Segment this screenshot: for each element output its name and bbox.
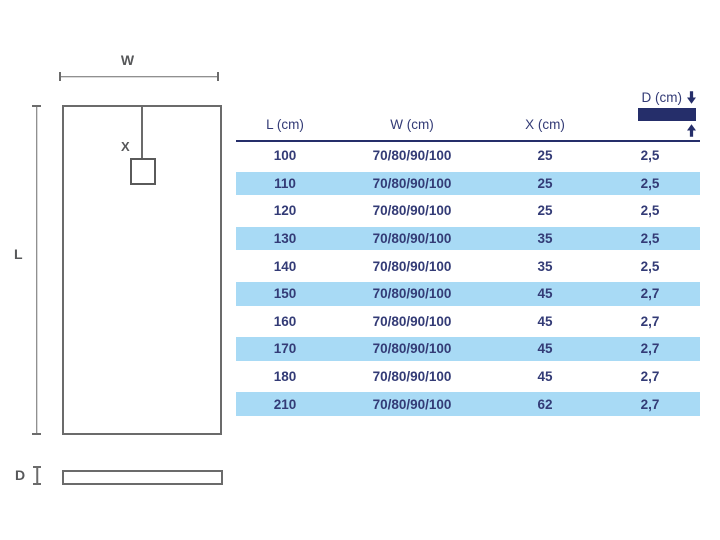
width-dimension-label: W bbox=[120, 52, 136, 68]
table-header: L (cm) W (cm) X (cm) D (cm) bbox=[236, 86, 700, 142]
length-dimension-label: L bbox=[14, 246, 23, 262]
table-cell: 70/80/90/100 bbox=[372, 203, 452, 219]
table-cell: 2,7 bbox=[640, 396, 660, 412]
table-row: 140 70/80/90/100 35 2,5 bbox=[236, 252, 700, 280]
table-cell: 35 bbox=[537, 231, 553, 247]
table-cell: 2,7 bbox=[640, 369, 660, 385]
column-header-d-label: D (cm) bbox=[641, 90, 683, 105]
column-header-w: W (cm) bbox=[390, 117, 434, 132]
table-cell: 2,7 bbox=[640, 341, 660, 357]
table-cell: 160 bbox=[273, 313, 297, 329]
drain-offset-label: X bbox=[121, 139, 130, 154]
column-header-l: L (cm) bbox=[266, 117, 304, 132]
table-row: 130 70/80/90/100 35 2,5 bbox=[236, 224, 700, 253]
table-cell: 70/80/90/100 bbox=[372, 341, 452, 357]
table-cell: 2,5 bbox=[640, 231, 660, 247]
table-cell: 130 bbox=[273, 231, 297, 247]
table-cell: 2,7 bbox=[640, 313, 660, 329]
table-body: 100 70/80/90/100 25 2,5 110 70/80/90/100 25 2,5… bbox=[236, 142, 700, 418]
table-cell: 45 bbox=[537, 286, 553, 302]
dimensions-table: L (cm) W (cm) X (cm) D (cm) 100 70/80/90/… bbox=[236, 86, 700, 418]
table-cell: 62 bbox=[537, 396, 553, 412]
table-row: 160 70/80/90/100 45 2,7 bbox=[236, 308, 700, 336]
table-row: 120 70/80/90/100 25 2,5 bbox=[236, 197, 700, 225]
table-cell: 2,5 bbox=[640, 203, 660, 219]
table-row: 180 70/80/90/100 45 2,7 bbox=[236, 363, 700, 391]
table-cell: 110 bbox=[274, 175, 296, 191]
table-cell: 150 bbox=[273, 286, 297, 302]
table-cell: 210 bbox=[273, 396, 297, 412]
table-cell: 70/80/90/100 bbox=[372, 369, 452, 385]
drain-offset-line bbox=[141, 107, 143, 170]
table-row: 150 70/80/90/100 45 2,7 bbox=[236, 279, 700, 308]
table-cell: 70/80/90/100 bbox=[372, 175, 452, 191]
table-cell: 170 bbox=[273, 341, 297, 357]
table-cell: 70/80/90/100 bbox=[372, 231, 452, 247]
table-cell: 2,5 bbox=[640, 258, 660, 274]
table-cell: 70/80/90/100 bbox=[372, 396, 452, 412]
table-row: 170 70/80/90/100 45 2,7 bbox=[236, 335, 700, 363]
depth-bar-icon bbox=[638, 108, 696, 121]
tray-side-view bbox=[62, 470, 223, 485]
depth-up-arrow-icon bbox=[687, 124, 696, 137]
table-row: 100 70/80/90/100 25 2,5 bbox=[236, 142, 700, 170]
table-cell: 45 bbox=[537, 341, 553, 357]
length-dimension-line bbox=[32, 105, 41, 435]
table-cell: 25 bbox=[537, 148, 553, 164]
table-cell: 35 bbox=[537, 258, 553, 274]
column-header-d: D (cm) bbox=[600, 90, 700, 140]
table-cell: 70/80/90/100 bbox=[372, 313, 452, 329]
width-dimension-line bbox=[59, 72, 219, 81]
table-cell: 100 bbox=[273, 148, 297, 164]
table-cell: 2,5 bbox=[640, 148, 660, 164]
table-row: 110 70/80/90/100 25 2,5 bbox=[236, 169, 700, 198]
table-cell: 70/80/90/100 bbox=[372, 148, 452, 164]
depth-dimension-label: D bbox=[15, 467, 26, 483]
table-cell: 180 bbox=[273, 369, 297, 385]
column-header-x: X (cm) bbox=[525, 117, 565, 132]
table-row: 210 70/80/90/100 62 2,7 bbox=[236, 390, 700, 418]
table-cell: 45 bbox=[537, 369, 553, 385]
drain-square bbox=[130, 158, 156, 185]
table-cell: 25 bbox=[537, 203, 553, 219]
table-cell: 140 bbox=[273, 258, 297, 274]
table-cell: 70/80/90/100 bbox=[372, 258, 452, 274]
depth-dimension-line bbox=[33, 466, 41, 485]
table-cell: 120 bbox=[273, 203, 297, 219]
table-cell: 2,5 bbox=[640, 175, 660, 191]
table-cell: 45 bbox=[537, 313, 553, 329]
table-cell: 2,7 bbox=[640, 286, 660, 302]
table-cell: 25 bbox=[537, 175, 553, 191]
depth-down-arrow-icon bbox=[687, 91, 696, 104]
table-cell: 70/80/90/100 bbox=[372, 286, 452, 302]
